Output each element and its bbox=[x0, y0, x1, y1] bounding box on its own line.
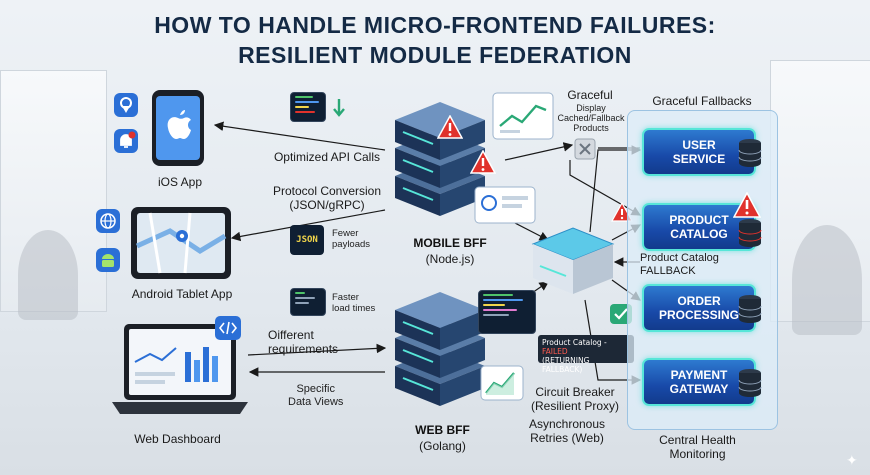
specific-views-label: Specific Data Views bbox=[288, 383, 344, 408]
warning-icon bbox=[437, 115, 463, 139]
background-person-left bbox=[18, 230, 78, 320]
circuit-breaker-proxy bbox=[531, 227, 615, 294]
analytics-card-icon bbox=[492, 92, 554, 140]
location-pin-icon bbox=[114, 93, 138, 117]
status-box-detail: (RETURNING FALLBACK) bbox=[542, 356, 590, 374]
service-order-processing-label: ORDER PROCESSING bbox=[658, 294, 739, 322]
page-title-line2: RESILIENT MODULE FEDERATION bbox=[238, 42, 632, 68]
android-icon bbox=[96, 248, 120, 272]
arrow-web-webbff bbox=[247, 343, 387, 356]
failure-status-box: Product Catalog - FAILED (RETURNING FALL… bbox=[538, 335, 634, 374]
graceful-display-title: Graceful bbox=[567, 88, 613, 102]
different-requirements-label: Oifferent requirements bbox=[268, 328, 339, 356]
circuit-breaker-label: Circuit Breaker (Resilient Proxy) bbox=[530, 385, 620, 413]
web-bff-name: WEB BFF bbox=[415, 423, 470, 437]
profile-card-icon bbox=[474, 186, 536, 224]
ios-app-label: iOS App bbox=[157, 175, 203, 189]
notification-bell-icon bbox=[114, 129, 138, 153]
code-icon bbox=[215, 316, 241, 340]
apple-logo-icon bbox=[167, 110, 191, 139]
arrow-android-mobile bbox=[230, 209, 386, 242]
status-box-status: FAILED bbox=[542, 347, 568, 356]
database-icon bbox=[738, 219, 762, 247]
android-app-label: Android Tablet App bbox=[131, 287, 233, 301]
web-dashboard-label: Web Dashboard bbox=[134, 432, 221, 446]
graceful-display-sub: Display Cached/Fallback Products bbox=[557, 103, 625, 133]
arrow-mobile-graceful bbox=[504, 142, 574, 161]
sparkle-icon: ✦ bbox=[846, 452, 858, 468]
graceful-fallbacks-label: Graceful Fallbacks bbox=[652, 94, 752, 108]
database-icon bbox=[738, 295, 762, 323]
service-payment-gateway[interactable]: PAYMENT GATEWAY bbox=[642, 358, 756, 406]
web-laptop bbox=[112, 324, 248, 414]
json-icon: JSON bbox=[290, 225, 324, 255]
blocked-icon bbox=[574, 138, 596, 160]
mobile-bff-name: MOBILE BFF bbox=[413, 236, 487, 250]
download-arrow-icon bbox=[333, 99, 345, 117]
ios-phone bbox=[152, 90, 204, 166]
arrow-proxy-payment bbox=[584, 299, 642, 385]
fewer-payloads-label: Fewer payloads bbox=[332, 228, 371, 250]
faster-load-label: Faster load times bbox=[332, 292, 376, 314]
service-user[interactable]: USER SERVICE bbox=[642, 128, 756, 176]
mobile-bff-server bbox=[395, 102, 485, 216]
warning-icon bbox=[733, 192, 761, 218]
warning-icon bbox=[470, 150, 496, 174]
protocol-conversion-label: Protocol Conversion (JSON/gRPC) bbox=[272, 184, 382, 212]
status-box-service: Product Catalog - bbox=[542, 338, 607, 347]
mobile-bff-tech: (Node.js) bbox=[425, 252, 475, 266]
async-retries-label: Asynchronous Retries (Web) bbox=[528, 417, 606, 445]
arrow-fallback bbox=[569, 160, 642, 216]
terminal-chip-icon bbox=[290, 288, 326, 316]
web-bff-server bbox=[395, 292, 485, 406]
database-icon bbox=[738, 139, 762, 167]
background-person-right bbox=[792, 225, 862, 335]
arrow-ios-mobile bbox=[213, 121, 386, 151]
service-order-processing[interactable]: ORDER PROCESSING bbox=[642, 284, 756, 332]
chart-card-icon bbox=[480, 365, 524, 401]
database-icon bbox=[738, 369, 762, 397]
code-window-icon bbox=[478, 290, 536, 334]
page-title-line1: HOW TO HANDLE MICRO-FRONTEND FAILURES: bbox=[154, 12, 716, 38]
android-tablet bbox=[131, 207, 231, 279]
catalog-fallback-label: Product Catalog FALLBACK bbox=[640, 252, 719, 277]
check-icon bbox=[610, 304, 632, 324]
service-product-catalog-label: PRODUCT CATALOG bbox=[669, 213, 729, 241]
code-chip-icon bbox=[290, 92, 326, 122]
service-user-label: USER SERVICE bbox=[672, 138, 726, 166]
service-payment-gateway-label: PAYMENT GATEWAY bbox=[669, 368, 729, 396]
optimized-api-label: Optimized API Calls bbox=[273, 150, 381, 164]
web-bff-tech: (Golang) bbox=[419, 439, 466, 453]
central-health-label: Central Health Monitoring bbox=[659, 433, 736, 461]
globe-icon bbox=[96, 209, 120, 233]
arrow-proxy-user bbox=[589, 145, 642, 233]
